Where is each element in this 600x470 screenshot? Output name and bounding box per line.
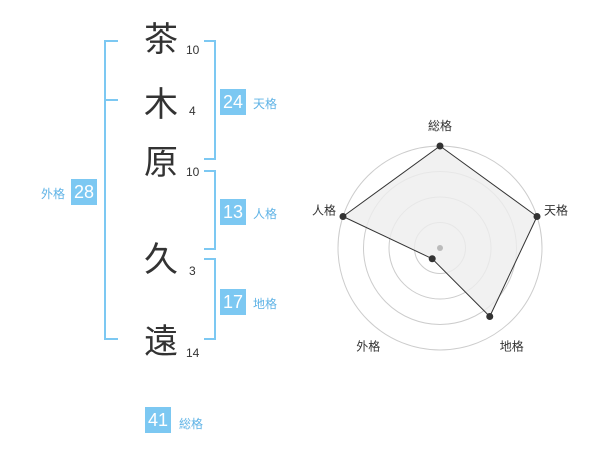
jinkaku-label: 人格 (253, 207, 278, 221)
soukaku-label: 総格 (179, 417, 204, 431)
chikaku-bracket-line (214, 258, 216, 340)
radar-point-2 (533, 212, 541, 220)
radar-point-4 (428, 255, 436, 263)
chikaku-bracket-top (204, 258, 216, 260)
gaikaku-bracket-bottom (104, 338, 118, 340)
radar-point-5 (339, 212, 347, 220)
chikaku-bracket-bottom (204, 338, 216, 340)
name-char-1: 茶 (144, 20, 178, 60)
gaikaku-value-badge: 28 (71, 179, 97, 205)
tenkaku-label: 天格 (253, 97, 278, 111)
jinkaku-value-badge: 13 (220, 199, 246, 225)
soukaku-value-badge: 41 (145, 407, 171, 433)
stroke-count-2: 4 (189, 104, 196, 118)
radar-axis-label: 総格 (428, 118, 452, 133)
tenkaku-bracket-top (204, 40, 216, 42)
jinkaku-bracket-bottom (204, 248, 216, 250)
chikaku-value-badge: 17 (220, 289, 246, 315)
name-char-3: 原 (144, 143, 178, 183)
stroke-count-4: 3 (189, 264, 196, 278)
radar-point-1 (436, 142, 444, 150)
radar-axis-label: 地格 (500, 339, 524, 354)
jinkaku-bracket-top (204, 170, 216, 172)
gaikaku-bracket-mid (104, 99, 118, 101)
name-char-2: 木 (144, 85, 178, 125)
tenkaku-bracket-line (214, 40, 216, 160)
name-char-4: 久 (144, 240, 178, 280)
stroke-count-5: 14 (186, 346, 200, 360)
radar-axis-label: 人格 (312, 202, 336, 217)
gaikaku-bracket-line (104, 40, 106, 340)
radar-point-3 (486, 312, 494, 320)
radar-axis-label: 外格 (356, 339, 380, 354)
tenkaku-value-badge: 24 (220, 89, 246, 115)
radar-axis-label: 天格 (544, 202, 568, 217)
radar-center (437, 245, 443, 251)
gaikaku-bracket-top (104, 40, 118, 42)
gaikaku-label: 外格 (41, 187, 66, 201)
stroke-count-1: 10 (186, 43, 200, 57)
tenkaku-bracket-bottom (204, 158, 216, 160)
stroke-count-3: 10 (186, 165, 200, 179)
jinkaku-bracket-line (214, 170, 216, 250)
name-char-5: 遠 (144, 322, 178, 362)
chikaku-label: 地格 (253, 297, 278, 311)
radar-area (342, 145, 538, 318)
